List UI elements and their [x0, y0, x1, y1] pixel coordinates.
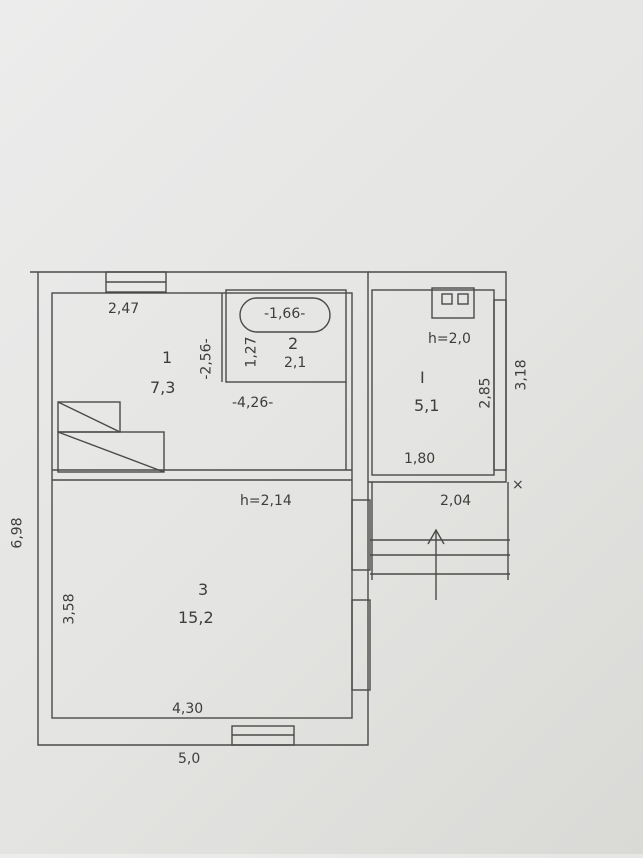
- corridor-length-label: -4,26-: [232, 395, 274, 411]
- roomI-length-label: 2,85: [477, 377, 494, 409]
- bath-length-label: -1,66-: [264, 306, 306, 322]
- room2-area: 2,1: [284, 355, 307, 371]
- room3-area: 15,2: [178, 608, 214, 627]
- bathtub: [239, 297, 331, 333]
- stairs-step-1: [57, 401, 121, 433]
- window-side: [351, 499, 371, 571]
- window-side-2: [351, 599, 371, 691]
- stove-hob-2: [457, 293, 469, 305]
- corner-mark: ×: [512, 477, 524, 493]
- room3-width-label: 4,30: [172, 701, 204, 717]
- room3-length-label: 3,58: [61, 593, 78, 625]
- roomI-outer-label: 3,18: [513, 359, 530, 391]
- outer-wall: [30, 271, 369, 746]
- roomI-number: I: [420, 368, 425, 387]
- room1-width-label: 2,47: [108, 301, 140, 317]
- bath-width-label: 1,27: [243, 336, 260, 368]
- room3-number: 3: [198, 580, 209, 599]
- entrance-arrow-head: [427, 528, 445, 545]
- house-width-label: 5,0: [178, 751, 201, 767]
- house-length-label: 6,98: [9, 517, 26, 549]
- stove: [431, 287, 475, 319]
- stove-hob: [441, 293, 453, 305]
- bathroom-wall: [225, 289, 347, 383]
- stairs-lower: [57, 431, 165, 473]
- roomI-door-label: 1,80: [404, 451, 436, 467]
- room1-number: 1: [162, 348, 173, 367]
- stairs-step-2: [57, 431, 165, 473]
- room1-area: 7,3: [150, 378, 176, 397]
- room1-length-label: -2,56-: [198, 338, 215, 380]
- annex-height-label: h=2,0: [428, 331, 471, 347]
- main-height-label: h=2,14: [240, 493, 292, 509]
- roomI-width-label: 2,04: [440, 493, 472, 509]
- window-right: [493, 299, 507, 471]
- roomI-area: 5,1: [414, 396, 440, 415]
- room2-number: 2: [288, 334, 299, 353]
